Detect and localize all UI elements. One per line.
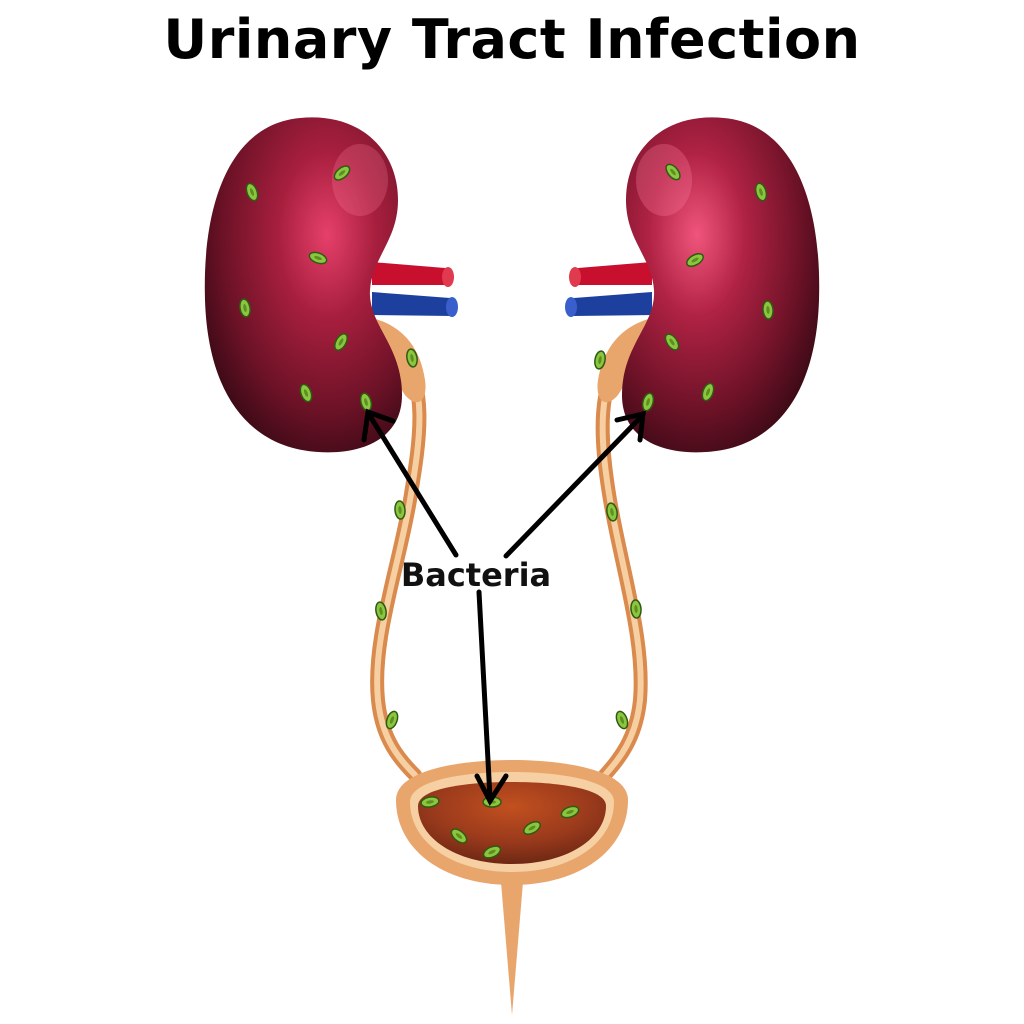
left-renal-vessels (372, 262, 458, 317)
arrow-icon (474, 589, 509, 806)
arrow-icon (503, 410, 646, 559)
bacteria-icon (613, 709, 631, 731)
arrows (361, 408, 646, 806)
arrow-icon (361, 408, 459, 558)
right-renal-vessels (565, 262, 652, 317)
bladder (396, 760, 628, 1015)
diagram-title: Urinary Tract Infection (163, 8, 861, 71)
right-kidney (622, 117, 820, 453)
bacteria-label: Bacteria (401, 556, 551, 594)
